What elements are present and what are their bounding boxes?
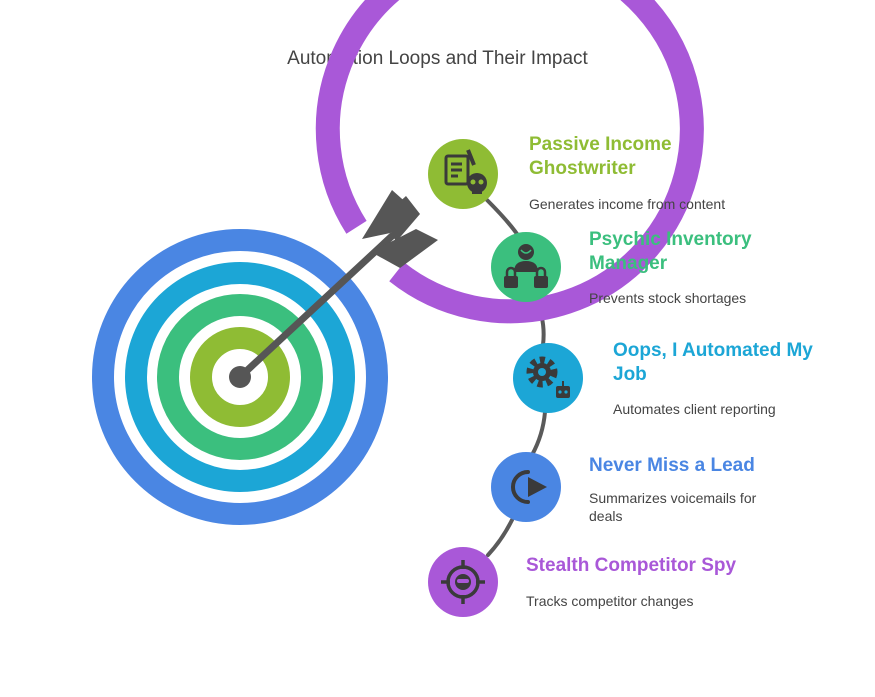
crosshair-spy-icon [441,560,485,604]
item-circle-3 [513,343,583,413]
item-description-1-line1: Generates income from content [529,196,726,212]
item-description-2: Prevents stock shortages [589,289,746,307]
target-ring-green [157,294,323,460]
gear-robot-icon [526,356,570,398]
document-skull-icon [444,149,476,186]
item-title-1-line1: Passive Income [529,134,672,155]
arrow-fletching [384,196,420,242]
item-circle-5 [428,547,498,617]
target-ring-blue [92,229,388,525]
item-title-3: Oops, I Automated My Job [613,339,813,387]
item-description-2-line1: Prevents stock shortages [589,290,747,306]
arrow-tip [229,366,251,388]
skull-icon [467,173,487,194]
item-title-3-line1: Oops, I Automated My [613,340,813,361]
item-description-4: Summarizes voicemails for deals [589,489,756,525]
item-description-5-line1: Tracks competitor changes [526,593,694,609]
item-title-4: Never Miss a Lead [589,454,755,478]
item-circle-1 [428,139,498,209]
item-title-1: Passive Income Ghostwriter [529,133,672,181]
circular-arrow-play-icon [511,470,547,504]
item-description-4-line1: Summarizes voicemails for [589,490,757,506]
arrow [229,190,438,388]
item-circle-4 [491,452,561,522]
target-ring-cyan [125,262,355,492]
item-title-2-line2: Manager [589,253,668,274]
connector-path [485,198,547,557]
item-circle-2 [491,232,561,302]
arrow-fletching [371,229,438,268]
target-ring-purple [315,0,704,324]
item-title-2-line1: Psychic Inventory [589,229,752,250]
item-title-1-line2: Ghostwriter [529,158,636,179]
target-rings [92,0,704,525]
item-description-4-line2: deals [589,508,623,524]
item-description-1: Generates income from content [529,195,725,213]
item-title-3-line2: Job [613,364,647,385]
item-title-5: Stealth Competitor Spy [526,554,736,578]
item-description-5: Tracks competitor changes [526,592,694,610]
item-title-2: Psychic Inventory Manager [589,228,752,276]
item-description-3: Automates client reporting [613,400,776,418]
target-ring-lime [190,327,290,427]
arrow-shaft [236,232,396,381]
item-title-4-line1: Never Miss a Lead [589,455,755,476]
item-description-3-line1: Automates client reporting [613,401,776,417]
item-title-5-line1: Stealth Competitor Spy [526,555,737,576]
page-title: Automation Loops and Their Impact [287,48,588,69]
person-with-locks-icon [504,244,548,288]
